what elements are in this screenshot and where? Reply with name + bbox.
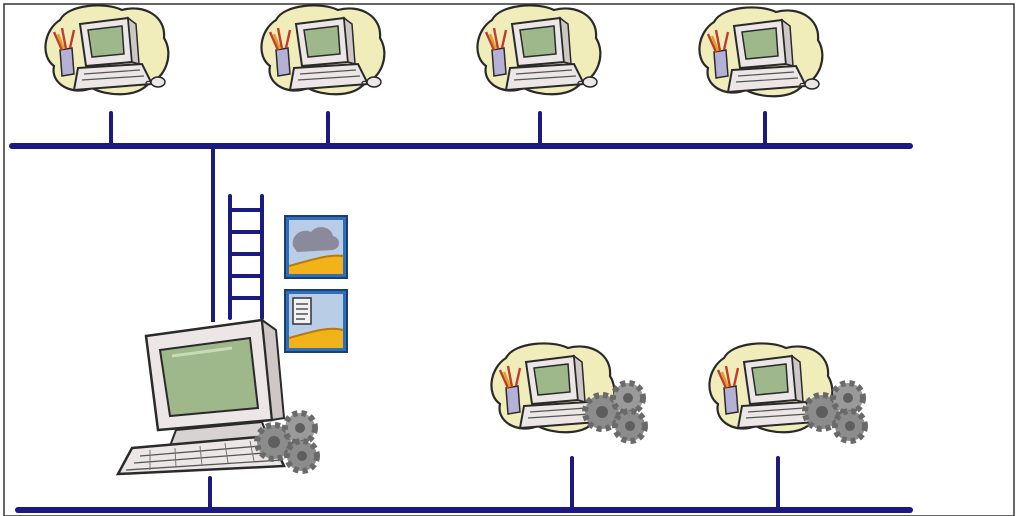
bottom-network-bus: [15, 456, 913, 513]
workstation-icon: [698, 6, 824, 98]
server-computer-icon: [115, 317, 286, 476]
workstation-icon: [476, 4, 602, 96]
ladder-icon: [228, 194, 264, 320]
workstation-icon: [260, 4, 386, 96]
workstation-icon: [44, 4, 170, 96]
top-network-bus: [9, 111, 913, 149]
cloud-folder-tile-icon: [284, 215, 348, 279]
diagram-frame: [3, 3, 1015, 516]
document-folder-tile-icon: [284, 289, 348, 353]
